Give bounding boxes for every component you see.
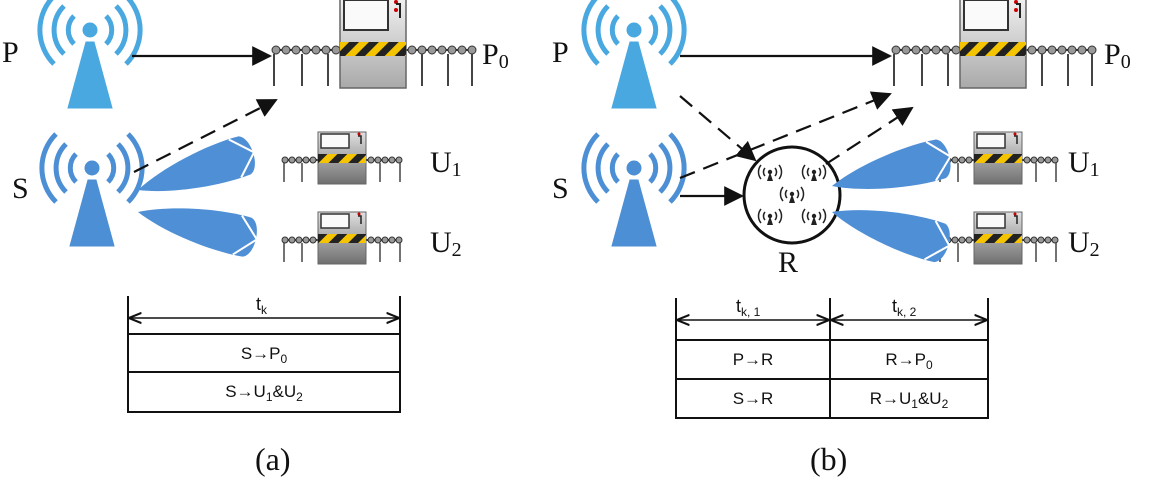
table-b-r1c2: R→P0: [885, 350, 933, 372]
machine-icon-u1: [937, 131, 1059, 185]
table-a-row-1: S→P0: [241, 344, 288, 366]
table-b-r1c1: P→R: [733, 350, 774, 369]
label-r: R: [778, 246, 798, 279]
beam-s-to-u2: [132, 191, 263, 261]
table-b-r2c2: R→U1&U2: [870, 389, 949, 411]
machine-icon-u1: [281, 131, 403, 185]
label-s: S: [552, 172, 569, 205]
beam-r-to-u1: [826, 135, 957, 207]
machine-icon-p0: [271, 0, 477, 89]
caption-b: (b): [810, 441, 847, 477]
machine-icon-u2: [281, 211, 403, 265]
timing-table-a: tk S→P0 S→U1&U2: [127, 294, 401, 413]
panel-a: P S P0 U1 U2 tk: [2, 0, 509, 477]
label-p0: P0: [1104, 38, 1131, 73]
label-p0: P0: [482, 38, 509, 73]
beam-s-to-u1: [130, 131, 262, 211]
label-p: P: [2, 36, 19, 69]
label-tk2: tk, 2: [892, 296, 917, 319]
table-b-r2c1: S→R: [733, 389, 774, 408]
relay-node: [742, 145, 842, 245]
machine-icon-u2: [937, 211, 1059, 265]
link-p-to-r: [679, 95, 757, 162]
label-tk: tk: [256, 294, 268, 317]
timing-table-b: tk, 1 tk, 2 P→R R→P0 S→R R→U1&U2: [675, 296, 989, 419]
antenna-icon-s: [584, 134, 684, 246]
beam-r-to-u2: [825, 191, 956, 267]
label-u1: U1: [1068, 146, 1100, 181]
antenna-icon-p: [584, 0, 684, 108]
machine-icon-p0: [891, 0, 1097, 89]
label-u2: U2: [430, 226, 462, 261]
link-r-to-p0: [825, 106, 914, 165]
interference-s-to-p0: [679, 91, 892, 180]
table-a-row-2: S→U1&U2: [225, 382, 303, 404]
label-u1: U1: [430, 146, 462, 181]
caption-a: (a): [255, 441, 291, 477]
label-s: S: [12, 172, 29, 205]
panel-b: P S P0 U1 U2 R: [552, 0, 1131, 477]
interference-s-to-p0: [133, 99, 278, 173]
antenna-icon-p: [40, 0, 140, 108]
label-tk1: tk, 1: [736, 296, 761, 319]
label-p: P: [552, 36, 569, 69]
label-u2: U2: [1068, 226, 1100, 261]
antenna-icon-s: [42, 134, 142, 246]
